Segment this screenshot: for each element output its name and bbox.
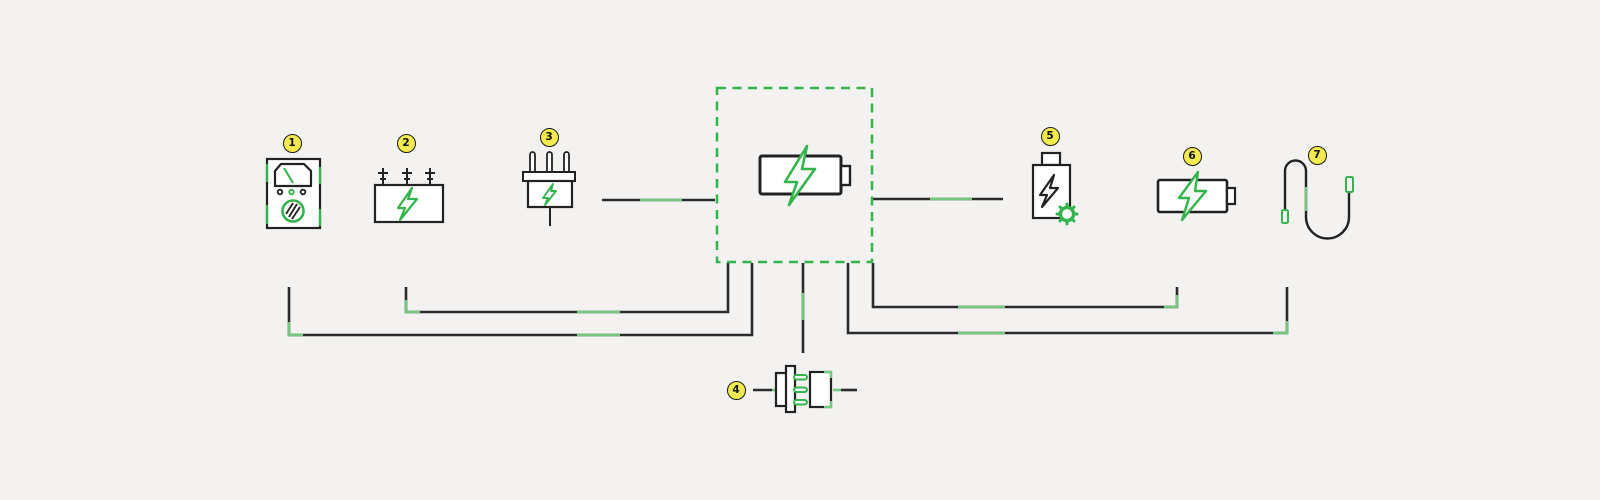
lightning-bolt-icon (1177, 170, 1208, 222)
wires-black (287, 197, 1289, 392)
gear-icon (1055, 202, 1079, 226)
central-battery-icon (758, 144, 852, 207)
central-battery-hub (715, 86, 874, 264)
lightning-bolt-icon (783, 144, 817, 207)
connector-coupling-icon (774, 364, 833, 414)
badge-node-3: 3 (539, 127, 559, 147)
cable-curve (1283, 159, 1351, 240)
badge-node-7: 7 (1307, 145, 1327, 165)
multimeter-icon (265, 157, 322, 230)
power-supply-icon (373, 168, 445, 224)
charged-battery-icon (1156, 170, 1237, 222)
cable-end-right (1345, 176, 1354, 193)
badge-node-2: 2 (396, 133, 416, 153)
cable-end-left (1281, 209, 1289, 224)
battery-gear-icon (1031, 151, 1079, 226)
wire-hub-to-node6 (871, 263, 1179, 309)
dashed-selection-box (715, 86, 874, 264)
badge-node-5: 5 (1040, 126, 1060, 146)
meter-dial (281, 199, 305, 223)
charging-plug-icon (522, 151, 576, 226)
lightning-bolt-icon (396, 186, 419, 222)
wire-hub-to-node1 (287, 263, 754, 337)
wire-hub-to-node7 (846, 263, 1289, 335)
wires-green-segments (287, 197, 1289, 392)
lightning-bolt-icon (542, 183, 557, 206)
lightning-bolt-icon (1038, 173, 1060, 209)
badge-node-6: 6 (1182, 146, 1202, 166)
charging-cable-icon (1281, 159, 1354, 240)
meter-needle (283, 167, 294, 184)
connector-pins (793, 374, 808, 406)
wire-hub-to-node2 (404, 263, 730, 314)
badge-node-1: 1 (282, 133, 302, 153)
badge-node-4: 4 (726, 380, 746, 400)
